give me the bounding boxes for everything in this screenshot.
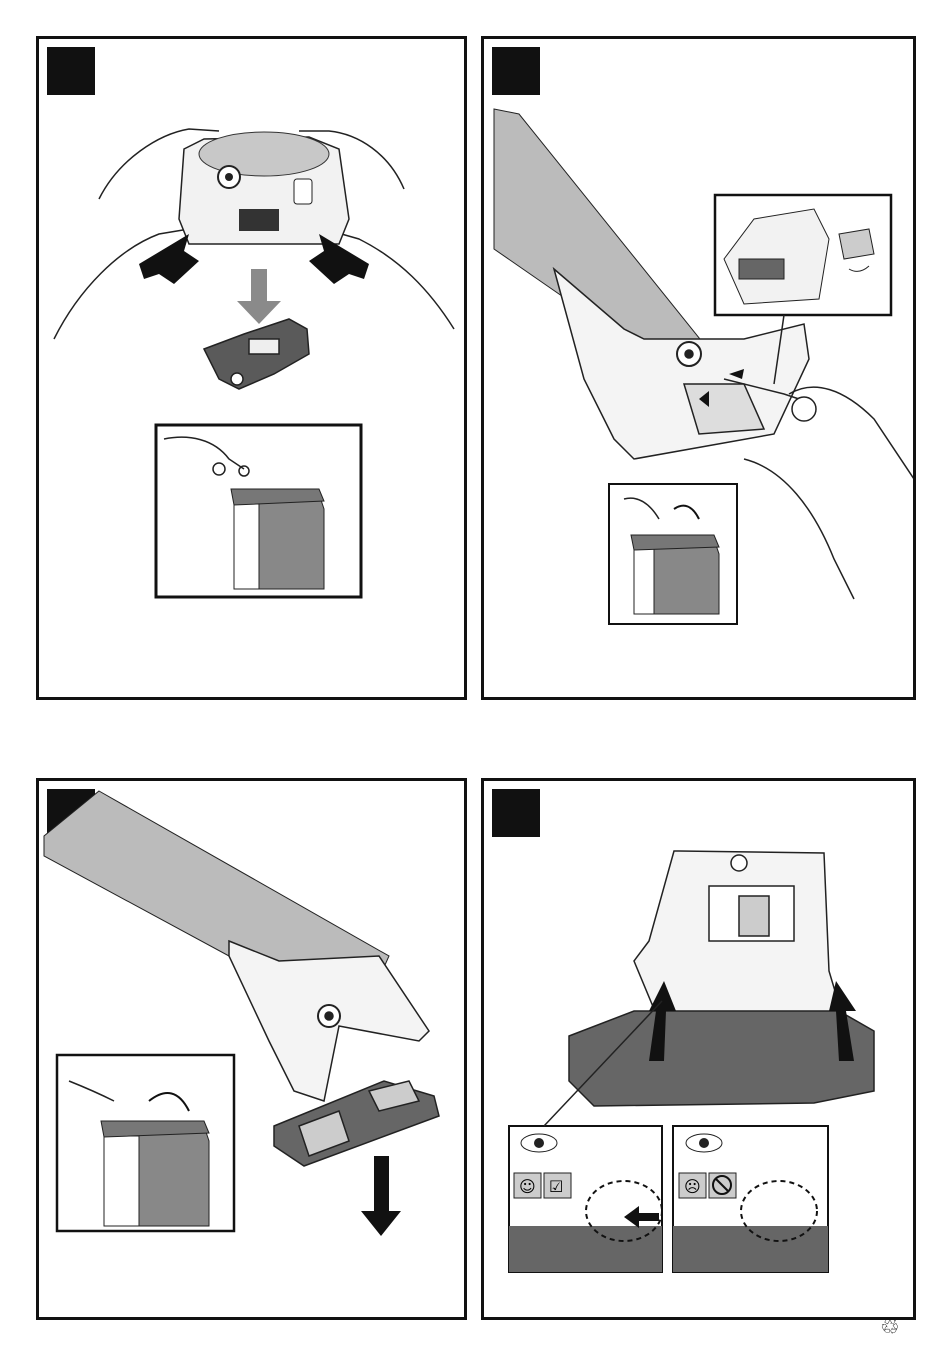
- eye-icon: [521, 1134, 557, 1152]
- pad-icon: [274, 1081, 439, 1166]
- step-1-panel: [36, 36, 467, 700]
- step-4-illustration: ☺ ☑ ☹: [484, 781, 916, 1320]
- check-icon: ☑: [549, 1177, 563, 1196]
- clamp-part-icon: [204, 319, 309, 389]
- tray-icon: [569, 1011, 874, 1106]
- step-4-panel: ☺ ☑ ☹: [481, 778, 916, 1320]
- box-icon: [101, 1121, 209, 1226]
- sad-icon: ☹: [684, 1177, 701, 1196]
- smiley-icon: ☺: [519, 1177, 536, 1196]
- recycle-icon: ♲: [880, 1315, 900, 1340]
- step-1-illustration: [39, 39, 467, 700]
- clamp-device-icon: [179, 132, 349, 244]
- eye-icon: [686, 1134, 722, 1152]
- step-2-illustration: [484, 39, 916, 700]
- bar-foot-icon: [229, 941, 429, 1101]
- down-arrow-icon: [361, 1156, 401, 1236]
- step-2-panel: [481, 36, 916, 700]
- down-arrow-icon: [237, 269, 281, 324]
- step-3-illustration: [39, 781, 467, 1320]
- box-icon: [631, 535, 719, 614]
- box-icon: [231, 489, 324, 589]
- step-3-panel: [36, 778, 467, 1320]
